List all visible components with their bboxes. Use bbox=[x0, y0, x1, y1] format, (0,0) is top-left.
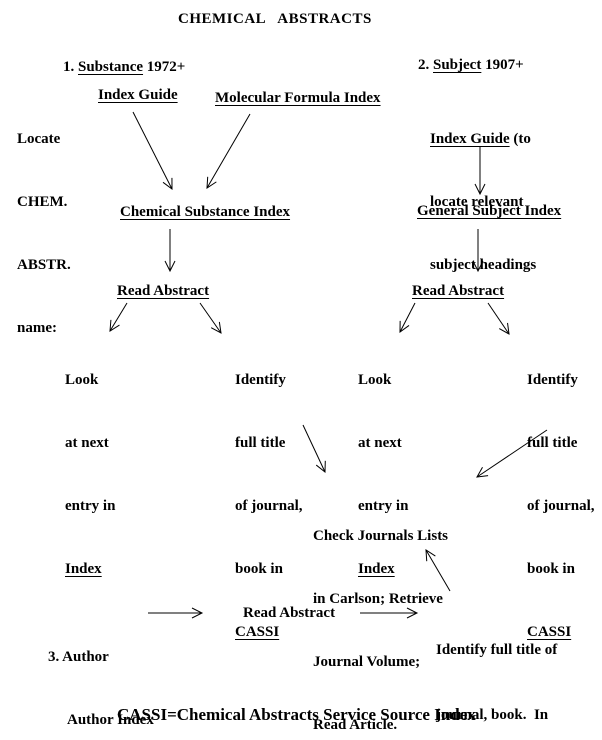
cassi-definition-caption: CASSI=Chemical Abstracts Service Source … bbox=[117, 705, 476, 724]
branch-1-substance-heading: 1. Substance 1972+ bbox=[63, 57, 185, 78]
text-line: Look bbox=[358, 372, 392, 388]
text-line: Read Article. bbox=[313, 717, 398, 733]
text-line: of journal, bbox=[235, 498, 303, 514]
text-line: full title bbox=[527, 435, 578, 451]
text-line: Identify bbox=[235, 372, 286, 388]
index-guide-node: Index Guide bbox=[98, 87, 178, 103]
identify-full-title-node-1: Identify full title of journal, book in … bbox=[235, 328, 303, 685]
branch-1-prefix: 1. bbox=[63, 59, 78, 75]
text-line: of journal, bbox=[527, 498, 595, 514]
branch-2-prefix: 2. bbox=[418, 57, 433, 73]
text-line: Index bbox=[358, 559, 408, 580]
branch-2-years: 1907+ bbox=[481, 57, 524, 73]
cassi-keyword: CASSI bbox=[235, 624, 280, 640]
text-line: at next bbox=[358, 435, 402, 451]
page-title: CHEMICAL ABSTRACTS bbox=[178, 11, 372, 27]
index-guide-subject-node: Index Guide (to locate relevant subject … bbox=[430, 87, 536, 318]
identify-full-title-node-2: Identify full title of journal, book in … bbox=[527, 328, 595, 685]
text-line: Identify full title of bbox=[436, 642, 558, 658]
index-guide-right-suffix: (to bbox=[509, 131, 531, 147]
molecular-formula-index-node: Molecular Formula Index bbox=[215, 90, 381, 106]
branch-1-years: 1972+ bbox=[143, 59, 186, 75]
text-line: Locate bbox=[17, 131, 61, 147]
read-abstract-node-bottom: Read Abstract bbox=[243, 605, 336, 621]
index-keyword: Index bbox=[65, 561, 102, 577]
flow-arrow bbox=[206, 113, 251, 189]
text-line: CASSI bbox=[527, 622, 595, 643]
flow-arrow bbox=[132, 111, 173, 190]
look-next-entry-node-1: Look at next entry in Index bbox=[65, 328, 115, 622]
locate-chem-abstr-name-label: Locate CHEM. ABSTR. name: bbox=[17, 87, 71, 381]
text-line: Index bbox=[65, 559, 115, 580]
text-line: 3. Author bbox=[48, 649, 109, 665]
branch-2-subject-heading: 2. Subject 1907+ bbox=[418, 55, 524, 76]
text-line: journal, book. In bbox=[436, 706, 549, 723]
text-line: Check Journals Lists bbox=[313, 528, 449, 544]
branch-3-author-heading: 3. Author Author Index bbox=[48, 605, 154, 740]
text-line: subject headings bbox=[430, 257, 537, 273]
text-line: in Carlson; Retrieve bbox=[313, 591, 443, 607]
read-abstract-node-right: Read Abstract bbox=[412, 283, 505, 299]
text-line: full title bbox=[235, 435, 286, 451]
index-guide-right-title: Index Guide bbox=[430, 131, 510, 147]
text-line: entry in bbox=[358, 498, 409, 514]
text-line: locate relevant bbox=[430, 194, 524, 210]
text-line: name: bbox=[17, 320, 57, 336]
text-line: Author Index bbox=[67, 712, 154, 728]
text-line: ABSTR. bbox=[17, 257, 71, 273]
text-line: book in bbox=[235, 561, 283, 577]
text-line: book in bbox=[527, 561, 575, 577]
index-keyword: Index bbox=[358, 561, 395, 577]
general-subject-index-node: General Subject Index bbox=[417, 203, 562, 219]
text-line: at next bbox=[65, 435, 109, 451]
text-line: Identify bbox=[527, 372, 578, 388]
text-line: entry in bbox=[65, 498, 116, 514]
flow-arrow bbox=[199, 302, 222, 334]
text-line: Journal Volume; bbox=[313, 654, 421, 670]
text-line: Index Guide (to bbox=[430, 129, 536, 150]
branch-1-keyword: Substance bbox=[78, 59, 144, 75]
cassi-keyword: CASSI bbox=[527, 624, 572, 640]
flow-arrow bbox=[302, 424, 326, 474]
read-abstract-node-left: Read Abstract bbox=[117, 283, 210, 299]
text-line: Look bbox=[65, 372, 99, 388]
flow-arrow bbox=[109, 302, 128, 332]
look-next-entry-node-2: Look at next entry in Index bbox=[358, 328, 408, 622]
identify-full-title-node-bottom: Identify full title of journal, book. In… bbox=[436, 597, 557, 740]
text-line: CASSI bbox=[235, 622, 303, 643]
branch-2-keyword: Subject bbox=[433, 57, 482, 73]
chemical-substance-index-node: Chemical Substance Index bbox=[120, 204, 291, 220]
text-line: CHEM. bbox=[17, 194, 68, 210]
check-journals-lists-node: Check Journals Lists in Carlson; Retriev… bbox=[313, 484, 448, 740]
